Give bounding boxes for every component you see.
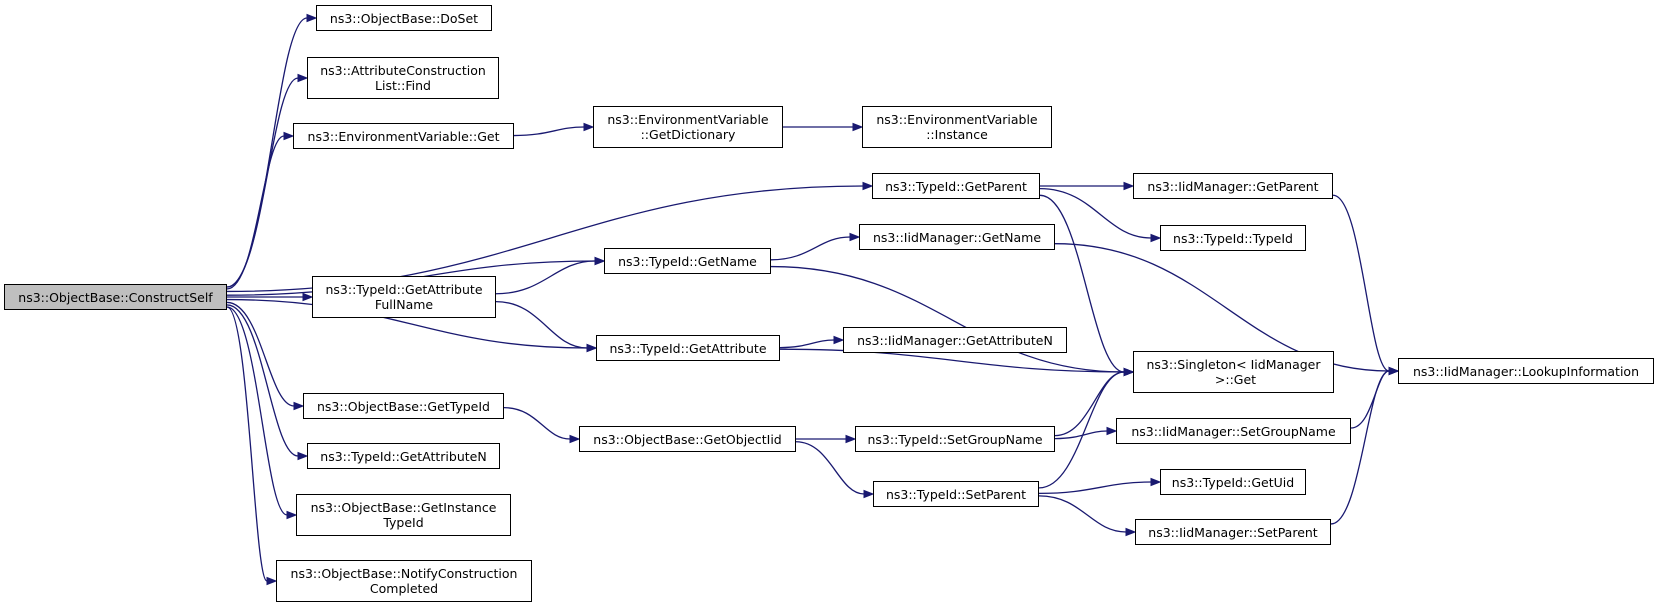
edge-construct_self-to-objbase_get_instance_typeid [226, 306, 288, 516]
iidmanager-get-name-node[interactable]: ns3::IidManager::GetName [859, 224, 1055, 250]
typeid-get-attribute-fullname-node[interactable]: ns3::TypeId::GetAttribute FullName [312, 276, 496, 318]
iidmanager-get-parent-node[interactable]: ns3::IidManager::GetParent [1133, 173, 1333, 199]
edge-arrowhead [594, 256, 606, 266]
edge-typeid_set_parent-to-iid_set_parent [1038, 495, 1127, 533]
attribute-construction-list-find-node[interactable]: ns3::AttributeConstruction List::Find [307, 57, 499, 99]
edge-arrowhead [266, 576, 278, 586]
edge-construct_self-to-attr_list_find [226, 77, 299, 288]
edge-arrowhead [863, 489, 875, 499]
edge-arrowhead [862, 181, 874, 191]
edge-typeid_get_parent-to-typeid_typeid [1039, 187, 1152, 239]
edge-objbase_get_objectiid-to-typeid_set_parent [795, 441, 865, 495]
edge-arrowhead [1106, 426, 1118, 436]
singleton-iidmanager-get-node[interactable]: ns3::Singleton< IidManager >::Get [1133, 351, 1334, 393]
edge-construct_self-to-typeid_get_attribute [226, 298, 588, 349]
edge-arrowhead [1125, 527, 1137, 537]
edge-arrowhead [1123, 181, 1135, 191]
edge-arrowhead [849, 232, 861, 242]
edge-objbase_get_typeid-to-objbase_get_objectiid [503, 407, 571, 440]
edge-iid_set_parent-to-iid_lookup [1330, 370, 1390, 525]
edge-typeid_get_attr_fullname-to-typeid_get_attribute [495, 300, 588, 349]
iidmanager-lookup-information-node[interactable]: ns3::IidManager::LookupInformation [1398, 358, 1654, 384]
edge-arrowhead [283, 131, 295, 141]
objectbase-get-objectiid-node[interactable]: ns3::ObjectBase::GetObjectIid [579, 426, 796, 452]
edge-construct_self-to-objbase_notify_construction [226, 306, 268, 582]
edge-typeid_set_group_name-to-singleton_get [1054, 371, 1125, 437]
edge-typeid_get_parent-to-singleton_get [1039, 194, 1125, 373]
edge-arrowhead [1388, 366, 1400, 376]
edge-arrowhead [845, 434, 857, 444]
typeid-get-uid-node[interactable]: ns3::TypeId::GetUid [1160, 469, 1306, 495]
edge-typeid_set_parent-to-typeid_get_uid [1038, 481, 1152, 495]
edge-arrowhead [297, 73, 309, 83]
edge-arrowhead [297, 451, 309, 461]
edge-arrowhead [306, 13, 318, 23]
edge-typeid_get_name-to-iid_get_name [770, 236, 851, 261]
edge-arrowhead [852, 122, 864, 132]
edge-arrowhead [1123, 367, 1135, 377]
environment-variable-instance-node[interactable]: ns3::EnvironmentVariable ::Instance [862, 106, 1052, 148]
edge-arrowhead [583, 122, 595, 132]
construct-self-node[interactable]: ns3::ObjectBase::ConstructSelf [4, 284, 227, 310]
edge-arrowhead [1150, 233, 1162, 243]
edge-typeid_get_name-to-singleton_get [770, 265, 1125, 373]
edge-env_get-to-env_get_dictionary [513, 126, 585, 137]
edge-iid_get_name-to-iid_lookup [1054, 243, 1390, 372]
edge-typeid_get_attr_fullname-to-typeid_get_name [495, 260, 596, 295]
typeid-get-name-node[interactable]: ns3::TypeId::GetName [604, 248, 771, 274]
edge-arrowhead [302, 292, 314, 302]
typeid-set-parent-node[interactable]: ns3::TypeId::SetParent [873, 481, 1039, 507]
objectbase-get-typeid-node[interactable]: ns3::ObjectBase::GetTypeId [303, 393, 504, 419]
edge-construct_self-to-doset [226, 17, 308, 288]
environment-variable-get-node[interactable]: ns3::EnvironmentVariable::Get [293, 123, 514, 149]
objectbase-notify-construction-completed-node[interactable]: ns3::ObjectBase::NotifyConstruction Comp… [276, 560, 532, 602]
doset-node[interactable]: ns3::ObjectBase::DoSet [316, 5, 492, 31]
environment-variable-get-dictionary-node[interactable]: ns3::EnvironmentVariable ::GetDictionary [593, 106, 783, 148]
typeid-typeid-node[interactable]: ns3::TypeId::TypeId [1160, 225, 1306, 251]
edge-typeid_set_group_name-to-iid_set_group_name [1054, 430, 1108, 440]
edge-typeid_get_attribute-to-iid_get_attribute_n [779, 339, 835, 349]
iidmanager-set-group-name-node[interactable]: ns3::IidManager::SetGroupName [1116, 418, 1351, 444]
edge-typeid_get_attribute-to-singleton_get [779, 348, 1125, 373]
edge-arrowhead [1150, 477, 1162, 487]
edge-construct_self-to-typeid_get_attribute_n [226, 304, 299, 457]
typeid-get-attribute-node[interactable]: ns3::TypeId::GetAttribute [596, 335, 780, 361]
iidmanager-set-parent-node[interactable]: ns3::IidManager::SetParent [1135, 519, 1331, 545]
iidmanager-get-attribute-n-node[interactable]: ns3::IidManager::GetAttributeN [843, 327, 1067, 353]
edge-construct_self-to-objbase_get_typeid [226, 301, 295, 407]
edge-arrowhead [293, 401, 305, 411]
typeid-get-attribute-n-node[interactable]: ns3::TypeId::GetAttributeN [307, 443, 500, 469]
edge-arrowhead [569, 434, 581, 444]
edge-arrowhead [586, 343, 598, 353]
edge-construct_self-to-env_get [226, 135, 285, 290]
edge-typeid_set_parent-to-singleton_get [1038, 371, 1125, 489]
edge-arrowhead [286, 510, 298, 520]
edge-arrowhead [833, 335, 845, 345]
typeid-get-parent-node[interactable]: ns3::TypeId::GetParent [872, 173, 1040, 199]
edge-iid_get_parent-to-iid_lookup [1332, 194, 1390, 372]
objectbase-get-instance-typeid-node[interactable]: ns3::ObjectBase::GetInstance TypeId [296, 494, 511, 536]
typeid-set-group-name-node[interactable]: ns3::TypeId::SetGroupName [855, 426, 1055, 452]
